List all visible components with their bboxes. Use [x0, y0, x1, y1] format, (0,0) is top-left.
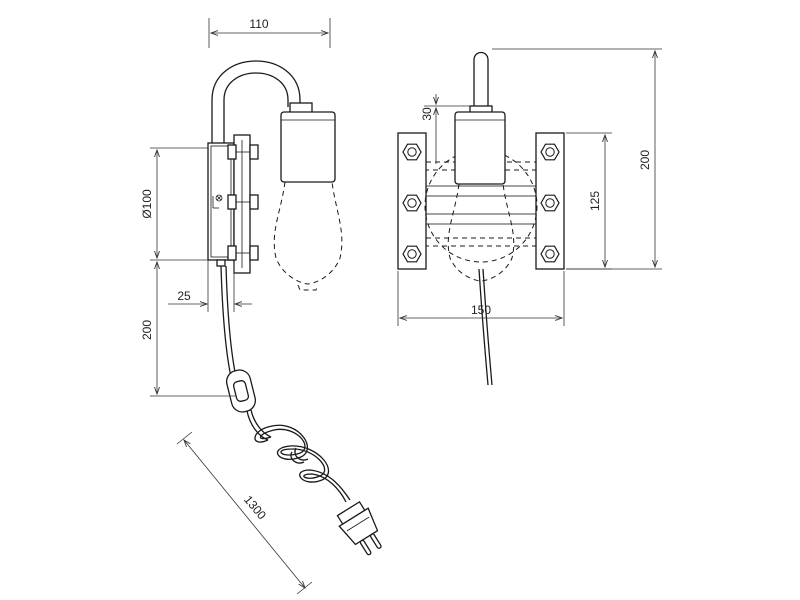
dim-cable-offset: 25 [177, 289, 191, 303]
dimension-labels: 110 Ø100 25 200 1300 30 150 125 200 [140, 17, 652, 522]
front-view [397, 51, 565, 386]
dim-total-height: 200 [638, 150, 652, 170]
bolt-group-side [227, 144, 259, 261]
dim-base-diameter: Ø100 [140, 189, 154, 219]
arm-tube [211, 60, 301, 148]
ground-symbol-icon [212, 194, 223, 209]
power-cable [220, 265, 235, 391]
cable-switch-icon [225, 369, 257, 413]
bulb-outline [273, 181, 343, 285]
front-lamp-holder [454, 111, 506, 185]
dimension-lines [150, 18, 662, 595]
dim-base-height: 125 [588, 191, 602, 211]
side-view [207, 60, 382, 556]
dim-base-width: 150 [471, 303, 491, 317]
dim-holder-offset: 30 [420, 107, 434, 121]
front-cable [478, 268, 489, 386]
lamp-holder [280, 111, 336, 183]
top-rod [473, 51, 489, 113]
dim-cable-length: 1300 [241, 493, 269, 523]
dim-arm-depth: 110 [249, 17, 268, 31]
euro-plug-icon [336, 500, 382, 556]
dim-cable-drop: 200 [140, 320, 154, 340]
